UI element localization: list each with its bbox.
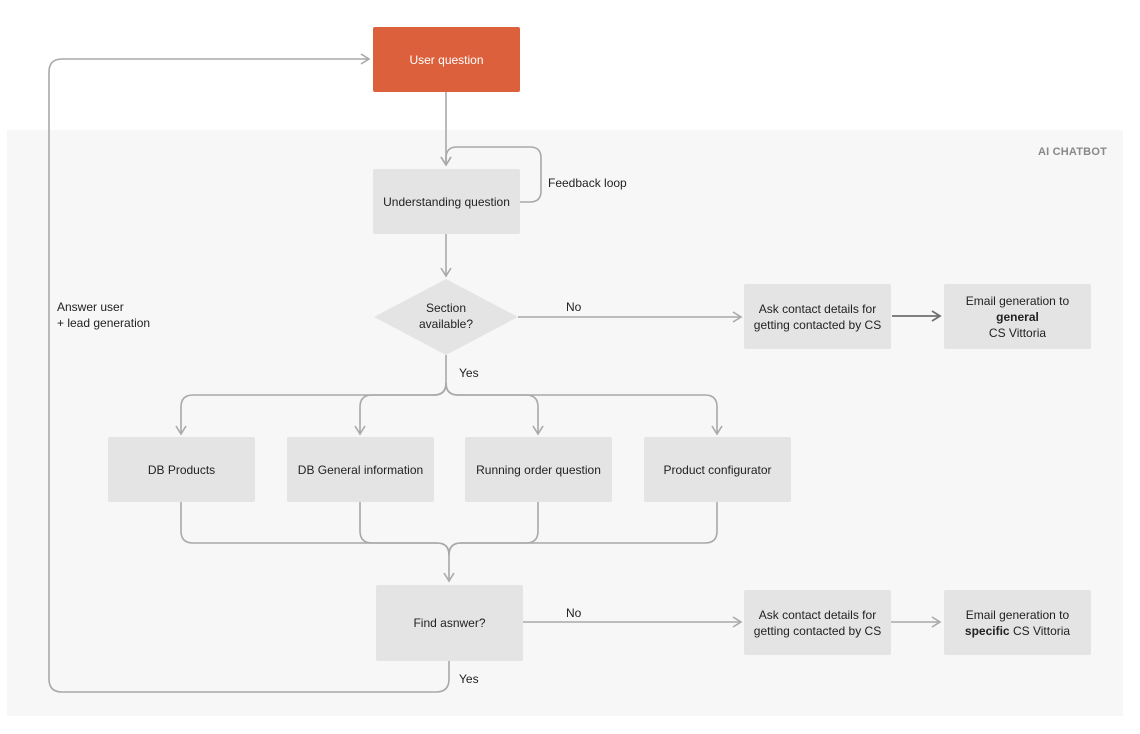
edge-to-db-general xyxy=(354,382,447,436)
email-specific-bold: specific xyxy=(964,623,1010,638)
ask-contact-1-line1: Ask contact details for xyxy=(758,301,877,316)
find-answer-no-label: No xyxy=(566,606,582,620)
ask-contact-1-line2: getting contacted by CS xyxy=(753,317,882,332)
section-available-diamond xyxy=(374,279,518,355)
email-specific-line1: Email generation to xyxy=(965,607,1070,622)
email-general-prefix: Email generation to xyxy=(965,293,1070,308)
edge-merge-db-products xyxy=(180,502,455,583)
section-yes-label: Yes xyxy=(459,366,479,380)
ask-contact-details-node-2: Ask contact details for getting contacte… xyxy=(744,590,891,655)
user-question-node: User question xyxy=(373,27,520,92)
find-answer-yes-label: Yes xyxy=(459,672,479,686)
email-specific-line2: specific CS Vittoria xyxy=(965,623,1070,639)
product-configurator-node: Product configurator xyxy=(644,437,791,502)
email-specific-suffix: CS Vittoria xyxy=(1009,623,1071,638)
section-available-line2: available? xyxy=(418,317,474,331)
edge-merge-running-order xyxy=(448,502,539,556)
ask-contact-2-line1: Ask contact details for xyxy=(758,607,877,622)
ask-contact-2-line2: getting contacted by CS xyxy=(753,623,882,638)
email-general-line1: Email generation to general xyxy=(950,293,1085,325)
section-no-label: No xyxy=(566,300,582,314)
section-available-label: Section available? xyxy=(396,300,496,332)
db-general-information-node: DB General information xyxy=(287,437,434,502)
edge-feedback-loop xyxy=(440,146,542,203)
answer-user-label-line2: + lead generation xyxy=(57,316,151,330)
edge-answer-loop xyxy=(48,53,450,693)
db-products-node: DB Products xyxy=(108,437,255,502)
email-specific-node: Email generation to specific CS Vittoria xyxy=(944,590,1091,655)
edge-merge-db-general xyxy=(359,502,450,556)
answer-user-label-line1: Answer user xyxy=(57,300,124,314)
find-answer-node: Find asnwer? xyxy=(376,585,523,661)
running-order-question-node: Running order question xyxy=(465,437,612,502)
email-general-bold: general xyxy=(996,309,1039,324)
ask-contact-details-node-1: Ask contact details for getting contacte… xyxy=(744,284,891,349)
feedback-loop-label: Feedback loop xyxy=(548,176,627,190)
edge-merge-product-configurator xyxy=(448,502,718,556)
region-label: AI CHATBOT xyxy=(1037,146,1107,158)
edge-to-running-order xyxy=(445,382,544,436)
understanding-question-node: Understanding question xyxy=(373,169,520,234)
email-general-node: Email generation to general CS Vittoria xyxy=(944,284,1091,349)
edge-to-product-configurator xyxy=(445,382,723,436)
edge-to-db-products xyxy=(175,382,447,436)
section-available-line1: Section xyxy=(425,301,467,315)
email-general-line2: CS Vittoria xyxy=(988,325,1047,340)
